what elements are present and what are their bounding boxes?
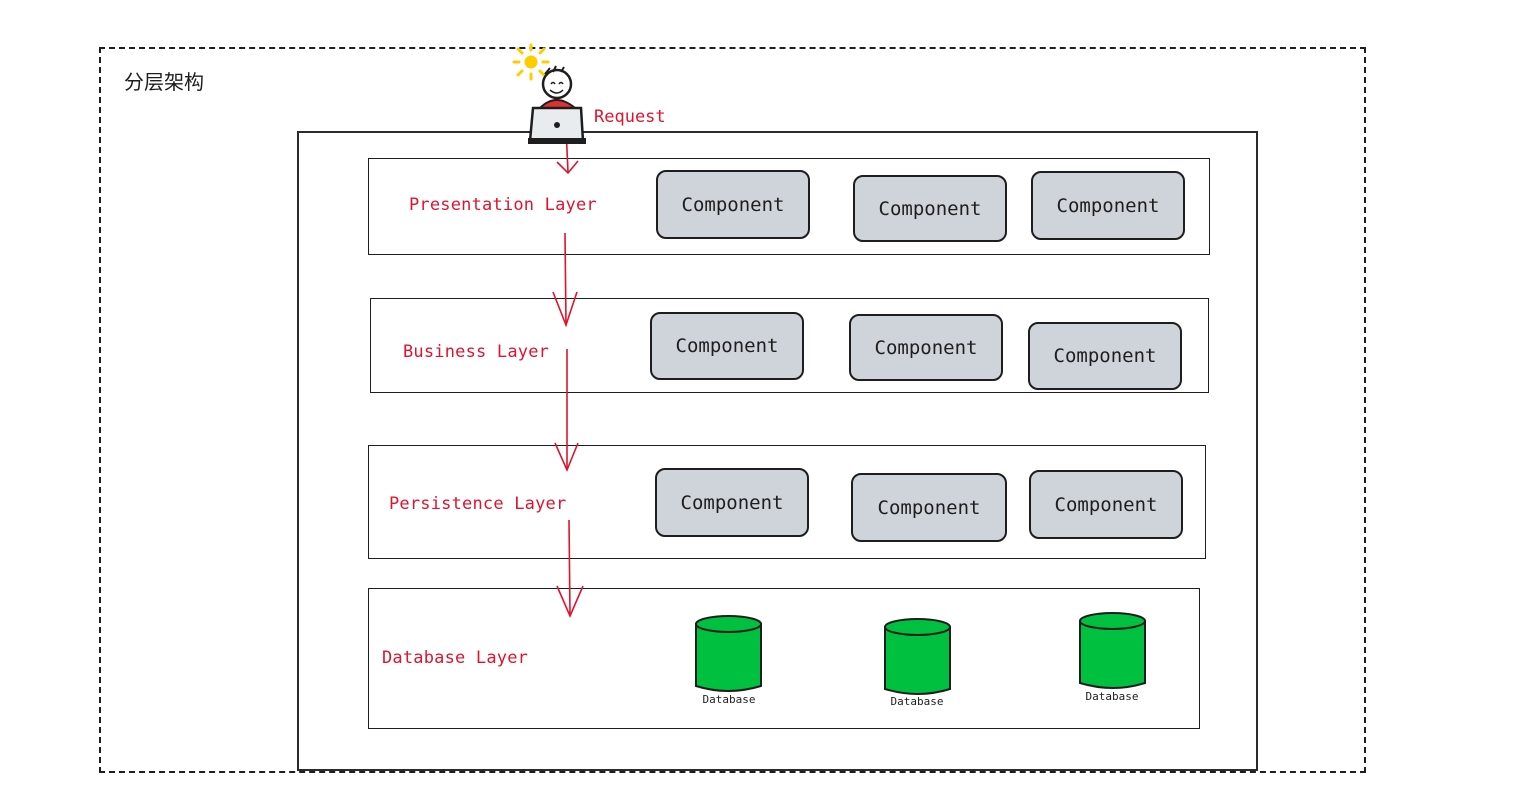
presentation-component-1: Component (656, 170, 810, 239)
presentation-component-2: Component (853, 175, 1007, 242)
business-component-1: Component (650, 312, 804, 380)
persistence-component-2: Component (851, 473, 1007, 542)
persistence-component-1: Component (655, 468, 809, 537)
database-label-1: Database (702, 693, 756, 706)
database-icon (1079, 612, 1146, 689)
business-layer-label: Business Layer (403, 342, 550, 362)
database-label-3: Database (1085, 690, 1139, 703)
database-label-2: Database (890, 695, 944, 708)
persistence-component-3: Component (1029, 470, 1183, 539)
presentation-component-3: Component (1031, 171, 1185, 240)
sun-icon (512, 43, 550, 81)
database-layer (368, 588, 1200, 729)
application-container (297, 131, 1258, 771)
presentation-layer-label: Presentation Layer (409, 195, 597, 215)
business-component-2: Component (849, 314, 1003, 381)
layered-architecture-frame (99, 47, 1366, 773)
arrow-down-icon (552, 232, 578, 328)
database-icon (695, 615, 762, 692)
business-component-3: Component (1028, 322, 1182, 390)
person-at-laptop-icon (528, 65, 586, 144)
database-layer-label: Database Layer (382, 648, 529, 668)
arrow-down-icon (556, 519, 584, 619)
database-icon (884, 618, 951, 695)
frame-title: 分层架构 (124, 70, 204, 94)
arrow-down-icon (554, 349, 579, 473)
request-label: Request (594, 107, 666, 127)
persistence-layer-label: Persistence Layer (389, 494, 567, 514)
